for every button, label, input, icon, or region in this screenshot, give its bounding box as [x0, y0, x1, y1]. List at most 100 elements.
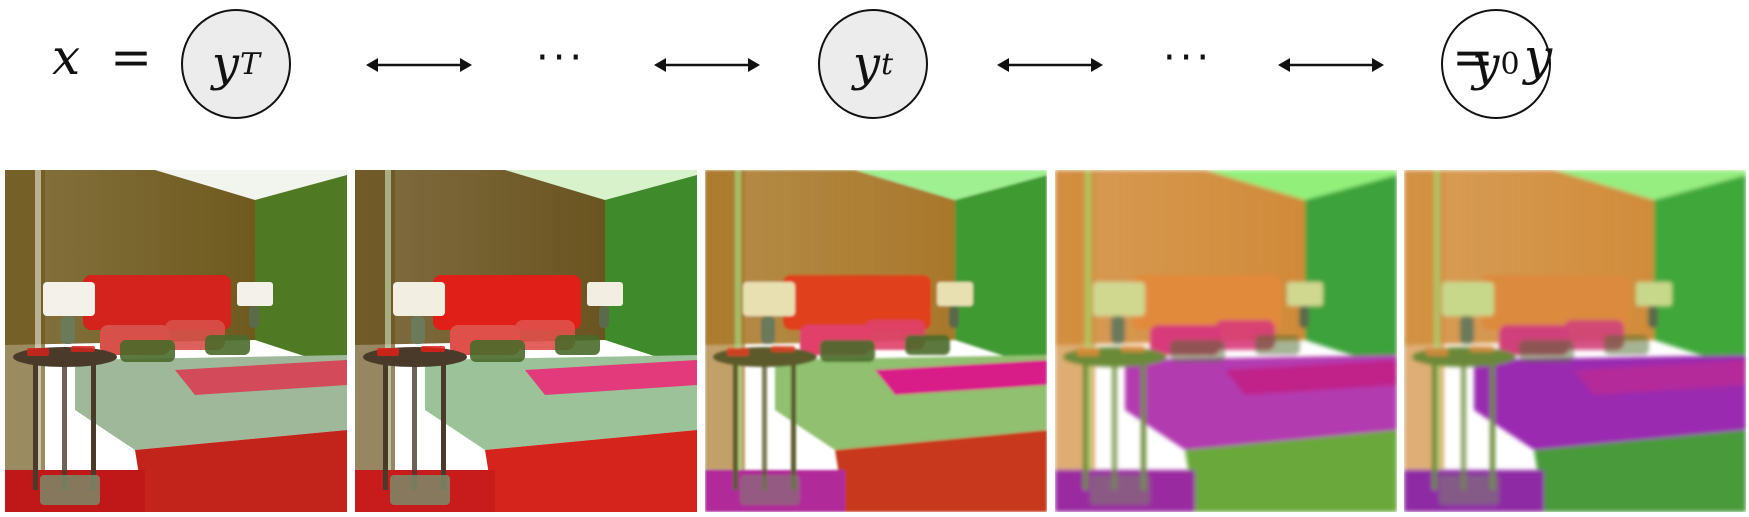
lamp-base-left [411, 316, 425, 344]
equals-sign-right: = [1452, 28, 1494, 86]
tray-item [1077, 348, 1099, 356]
tray-item-2 [71, 346, 95, 352]
bed-base [135, 430, 347, 512]
image-panel-step-2 [355, 170, 697, 512]
pillow-3 [1519, 340, 1574, 362]
lamp-base-right [1648, 306, 1658, 328]
pillow-3 [470, 340, 525, 362]
lamp-shade-right [237, 282, 273, 306]
bidirectional-arrow-1 [366, 58, 472, 72]
tray-item [27, 348, 49, 356]
pillow-4 [905, 335, 950, 355]
image-panel-step-3 [705, 170, 1047, 512]
side-wall [1305, 175, 1397, 370]
lamp-base-right [1299, 306, 1309, 328]
side-table-leg-2 [791, 360, 796, 490]
lamp-shade-left [393, 282, 445, 316]
image-panel-step-4 [1055, 170, 1397, 512]
lamp-shade-right [937, 282, 973, 306]
bidirectional-arrow-3 [997, 58, 1103, 72]
side-table-leg-3 [1112, 365, 1117, 490]
pillow-4 [1604, 335, 1649, 355]
lamp-shade-left [1093, 282, 1145, 316]
side-wall [605, 175, 697, 370]
bedroom-scene [1055, 170, 1397, 512]
node-y-t-base: y [852, 36, 881, 92]
lamp-base-left [1111, 316, 1125, 344]
throw-blanket [525, 360, 697, 395]
x-variable: x [52, 28, 81, 86]
y-variable: y [1523, 28, 1553, 86]
headboard [783, 275, 931, 330]
side-table-leg-2 [91, 360, 96, 490]
throw-blanket [1225, 360, 1397, 395]
bed-base [1185, 430, 1397, 512]
headboard [1482, 275, 1630, 330]
pillow-3 [1170, 340, 1225, 362]
lamp-base-left [61, 316, 75, 344]
lamp-shade-right [1636, 282, 1672, 306]
tray-item-2 [421, 346, 445, 352]
headboard [1133, 275, 1281, 330]
ellipsis-2: ··· [1163, 35, 1214, 81]
door-edge [35, 170, 41, 470]
basket [390, 475, 450, 505]
node-y-0-base: y [1472, 36, 1500, 92]
side-table-leg-2 [1490, 360, 1495, 490]
side-table-leg-3 [62, 365, 67, 490]
lamp-base-right [949, 306, 959, 328]
tray-item-2 [771, 346, 795, 352]
image-panel-normals [1404, 170, 1746, 512]
lamp-base-right [599, 306, 609, 328]
side-table-leg-3 [412, 365, 417, 490]
throw-blanket [175, 360, 347, 395]
throw-blanket [875, 360, 1047, 395]
basket [1439, 475, 1499, 505]
bidirectional-arrow-2 [654, 58, 760, 72]
bed-base [1534, 430, 1746, 512]
lamp-base-right [249, 306, 259, 328]
side-table-leg-2 [1141, 360, 1146, 490]
door-edge [1085, 170, 1091, 470]
basket [1090, 475, 1150, 505]
lamp-shade-left [43, 282, 95, 316]
basket [40, 475, 100, 505]
side-table-leg-1 [733, 360, 738, 490]
door-edge [385, 170, 391, 470]
basket [740, 475, 800, 505]
ceiling [1055, 170, 1397, 200]
side-table-leg-1 [1432, 360, 1437, 490]
door-edge [1434, 170, 1440, 470]
pillow-3 [820, 340, 875, 362]
bidirectional-arrow-4 [1278, 58, 1384, 72]
side-wall [255, 175, 347, 370]
headboard [433, 275, 581, 330]
side-table-leg-2 [441, 360, 446, 490]
side-wall [1654, 175, 1746, 370]
equals-sign-left: = [110, 28, 153, 86]
ceiling [5, 170, 347, 200]
bedroom-scene [1404, 170, 1746, 512]
headboard [83, 275, 231, 330]
pillow-4 [205, 335, 250, 355]
tray-item [727, 348, 749, 356]
side-wall [955, 175, 1047, 370]
side-table-leg-3 [1461, 365, 1466, 490]
bed-base [485, 430, 697, 512]
lamp-shade-right [1287, 282, 1323, 306]
ceiling [1404, 170, 1746, 200]
side-table-leg-1 [33, 360, 38, 490]
ceiling [705, 170, 1047, 200]
bedroom-scene [5, 170, 347, 512]
side-table-leg-1 [383, 360, 388, 490]
tray-item [1426, 348, 1448, 356]
node-y-0-sub: 0 [1500, 46, 1520, 82]
x-equals-label: x = [52, 28, 152, 86]
lamp-shade-right [587, 282, 623, 306]
door-edge [735, 170, 741, 470]
lamp-shade-left [743, 282, 795, 316]
ceiling [355, 170, 697, 200]
bed-base [835, 430, 1047, 512]
